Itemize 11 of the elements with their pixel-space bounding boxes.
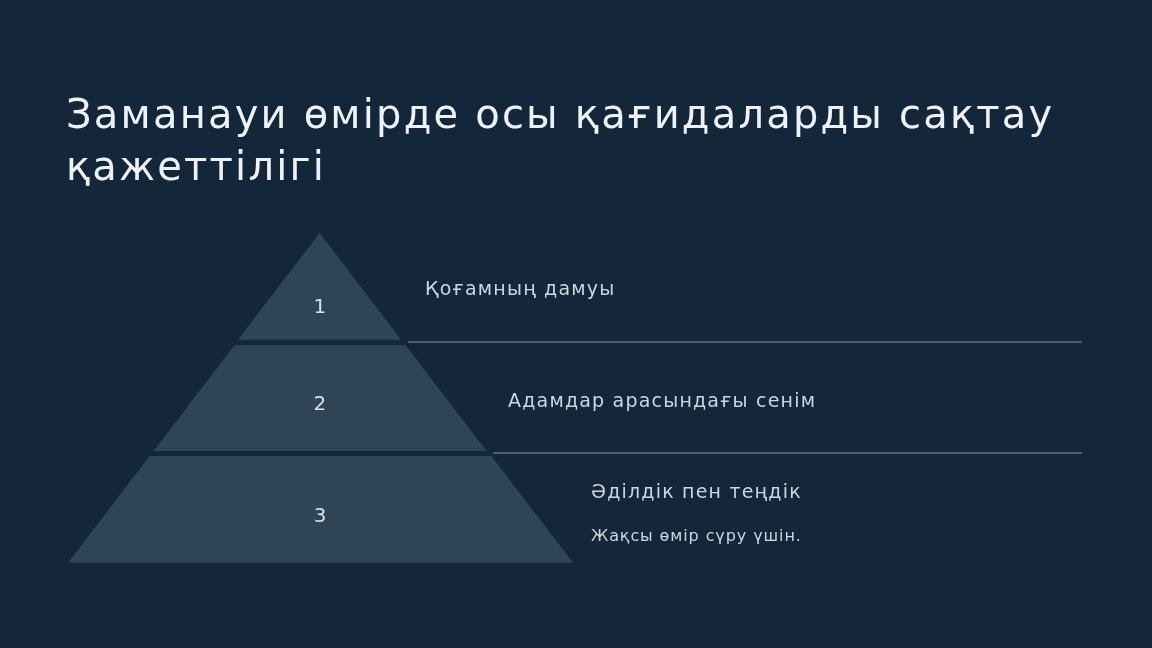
slide-title: Заманауи өмірде осы қағидаларды сақтау қажеттілігі	[66, 90, 1056, 191]
pyramid-tier	[67, 456, 573, 563]
tier-number: 3	[313, 503, 327, 527]
tier-heading: Әділдік пен теңдік	[591, 479, 802, 503]
tier-description: Жақсы өмір сүру үшін.	[591, 526, 802, 546]
tier-heading: Адамдар арасындағы сенім	[508, 388, 817, 412]
pyramid-tier	[152, 344, 488, 452]
tier-number: 1	[313, 293, 327, 318]
tier-number: 2	[313, 391, 327, 416]
tier-heading: Қоғамның дамуы	[425, 276, 616, 300]
pyramid-top-triangle	[238, 233, 402, 340]
